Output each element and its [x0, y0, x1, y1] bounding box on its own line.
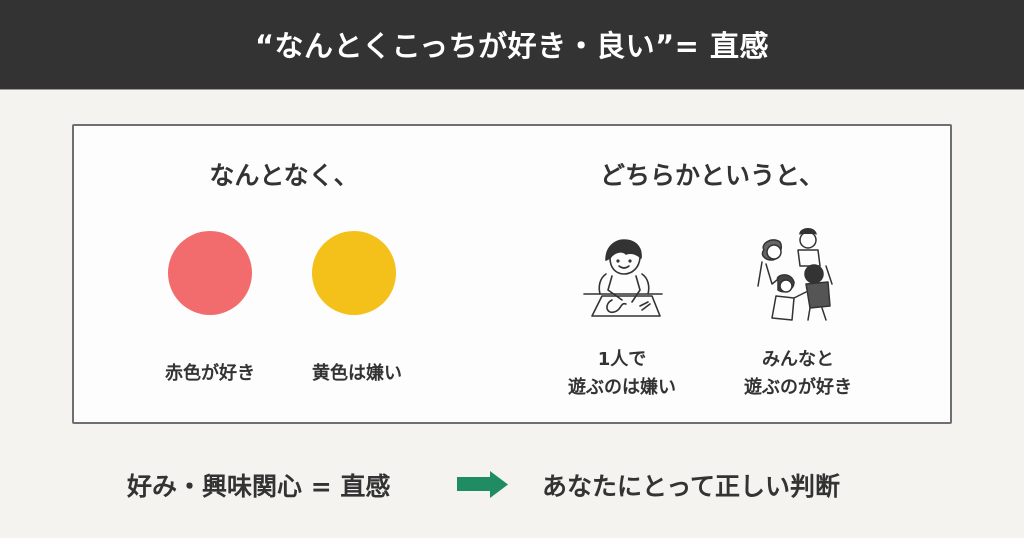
group-play-label: みんなと 遊ぶのが好き	[744, 346, 852, 402]
example-card: なんとなく、 赤色が好き 黄色は嫌い どちらかというと、	[72, 124, 952, 424]
header-bar: “なんとくこっちが好き・良い”= 直感	[0, 0, 1024, 90]
right-arrow-icon	[457, 471, 508, 498]
red-like-label: 赤色が好き	[165, 363, 255, 384]
child-drawing-alone-icon	[583, 239, 663, 317]
alone-play-label: 1人で 遊ぶのは嫌い	[568, 346, 676, 402]
group-play-label-line1: みんなと	[762, 349, 834, 370]
alone-play-label-line1: 1人で	[597, 349, 647, 370]
intuition-definition-text: 好み・興味関心 = 直感	[127, 472, 391, 501]
group-play-label-line2: 遊ぶのが好き	[744, 377, 852, 398]
children-playing-together-icon	[757, 228, 833, 321]
page-title: “なんとくこっちが好き・良い”= 直感	[254, 28, 770, 63]
left-section-heading: なんとなく、	[209, 161, 359, 190]
yellow-dislike-label: 黄色は嫌い	[312, 363, 402, 384]
right-section-heading: どちらかというと、	[599, 161, 825, 190]
yellow-circle-icon	[312, 231, 396, 315]
alone-play-label-line2: 遊ぶのは嫌い	[568, 377, 676, 398]
red-circle-icon	[168, 231, 252, 315]
correct-judgment-text: あなたにとって正しい判断	[542, 472, 841, 501]
